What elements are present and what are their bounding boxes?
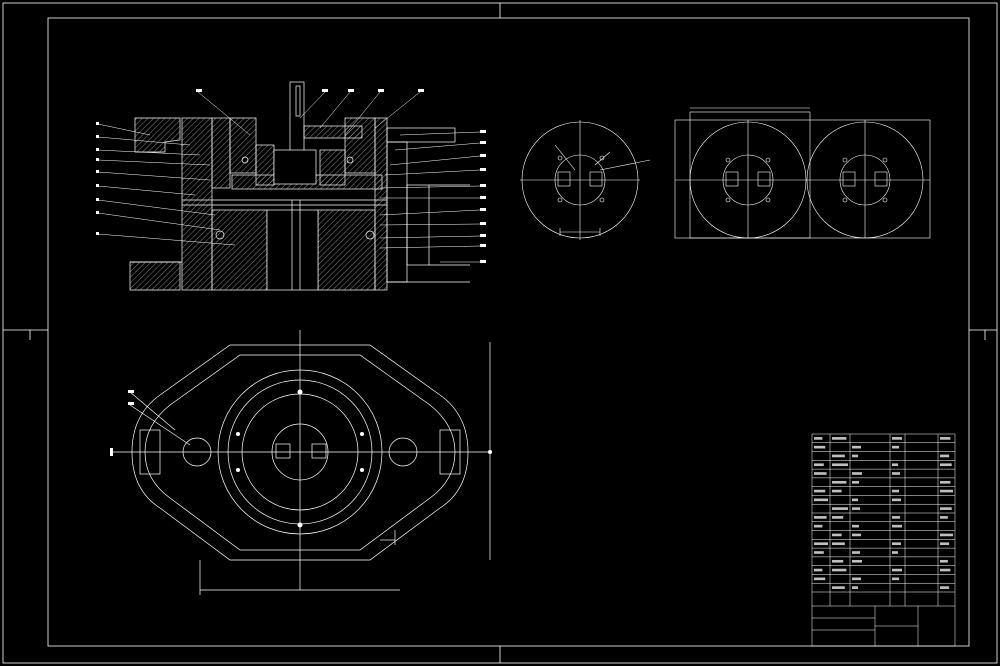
title-block-text-mark (814, 516, 827, 519)
title-block-text-mark (892, 498, 901, 502)
title-block-text-mark (832, 507, 848, 510)
title-block-text-mark (940, 463, 952, 467)
title-block-text-mark (832, 489, 842, 493)
title-block-text-mark (814, 445, 826, 449)
title-block-text-mark (832, 454, 845, 458)
title-block-text-mark (892, 568, 902, 572)
title-block-text-mark (832, 437, 847, 440)
title-block-text-mark (814, 577, 826, 581)
title-block-text-mark (892, 472, 900, 475)
title-block-text-mark (852, 454, 858, 458)
title-block-text-mark (892, 463, 898, 467)
title-block-text-mark (940, 559, 948, 563)
title-block-text-mark (852, 586, 858, 589)
title-block-text-mark (852, 480, 859, 484)
title-block-text-mark (852, 577, 861, 581)
title-block-text-mark (852, 533, 861, 537)
plan-view-markers (110, 389, 492, 528)
title-block-text-mark (832, 463, 848, 467)
title-block-text-mark (832, 516, 844, 519)
title-block-text-mark (940, 454, 950, 458)
title-block-text-mark (940, 586, 950, 589)
title-block-text-mark (832, 559, 844, 563)
title-block-text-mark (940, 507, 952, 510)
title-block-text-mark (852, 472, 862, 475)
title-block-text-mark (814, 568, 823, 572)
title-block-text-mark (814, 463, 824, 467)
top-view-pair (674, 107, 931, 239)
title-block-text-mark (892, 516, 900, 519)
title-block-text-mark (832, 568, 847, 572)
title-block-text-mark (852, 445, 861, 449)
title-block-text-mark (852, 507, 860, 510)
title-block-text-mark (940, 480, 951, 484)
section-leaders (97, 91, 481, 263)
title-block-text-mark (940, 489, 953, 493)
title-block-text-mark (814, 472, 827, 475)
title-block-text-mark (814, 524, 823, 528)
title-block-text-mark (940, 568, 951, 572)
title-block-text-mark (852, 551, 860, 554)
title-block-text-mark (892, 577, 899, 581)
section-leader-dots (96, 89, 486, 263)
title-block-text-mark (892, 437, 902, 440)
title-block-text-mark (832, 533, 842, 537)
title-block-text-mark (892, 489, 899, 493)
title-block-text-mark (892, 542, 901, 546)
title-block-text-mark (940, 516, 948, 519)
title-block (811, 433, 956, 647)
title-block-text-mark (814, 437, 823, 440)
title-block-text-mark (852, 498, 858, 502)
title-block-text-mark (832, 586, 845, 589)
title-block-text-mark (940, 533, 953, 537)
title-block-text-mark (814, 542, 828, 546)
title-block-text-mark (852, 559, 862, 563)
title-block-text-mark (892, 445, 899, 449)
title-block-text-mark (852, 524, 859, 528)
title-block-text-mark (814, 489, 826, 493)
title-block-text-mark (892, 524, 902, 528)
title-block-text-mark (940, 437, 951, 440)
title-block-text-mark (940, 542, 950, 546)
plan-view (110, 330, 492, 595)
section-view (129, 81, 470, 291)
title-block-text-mark (832, 542, 845, 546)
title-block-text-mark (832, 480, 847, 484)
title-block-text-mark (814, 498, 828, 502)
title-block-text-mark (892, 551, 898, 554)
title-block-text-marks (814, 437, 953, 589)
top-view-small (520, 120, 651, 240)
title-block-text-mark (814, 551, 824, 554)
